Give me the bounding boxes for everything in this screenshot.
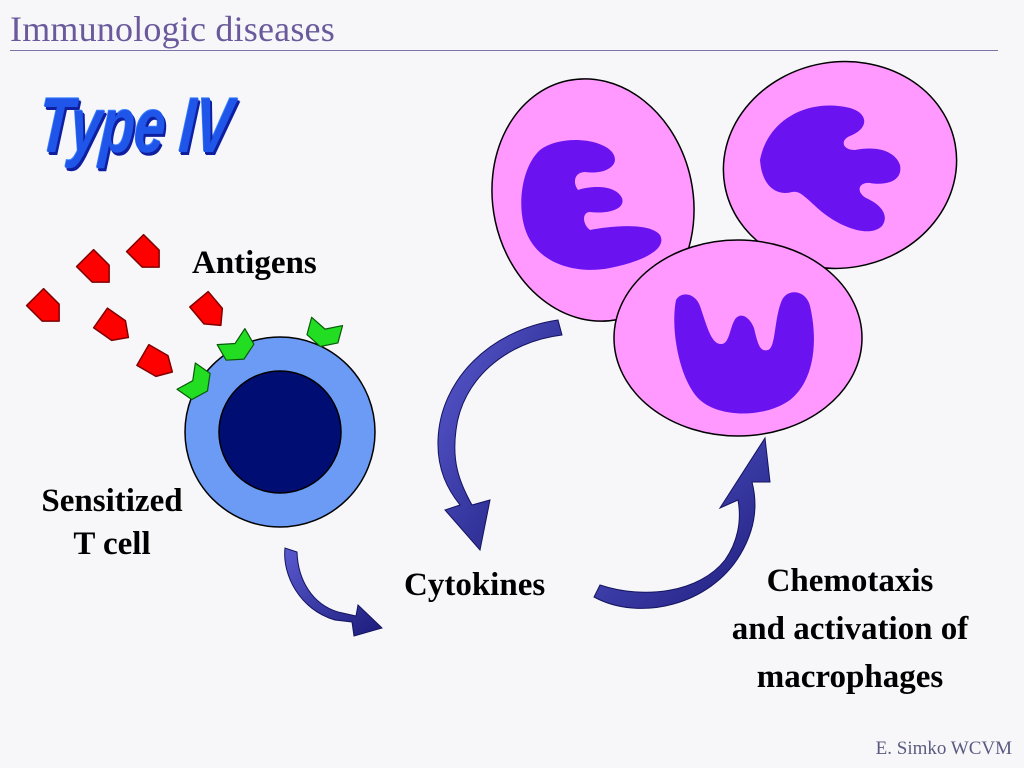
receptor-shape bbox=[306, 316, 344, 348]
chemotaxis-label: Chemotaxis and activation of macrophages bbox=[688, 558, 1012, 702]
arrow-body bbox=[593, 436, 771, 609]
antigen-shape bbox=[136, 343, 174, 378]
chemotaxis-label-line1: Chemotaxis bbox=[766, 563, 934, 599]
macrophage bbox=[491, 78, 695, 322]
macrophage bbox=[613, 239, 863, 437]
antigen-shape bbox=[92, 307, 130, 342]
antigens-label: Antigens bbox=[192, 245, 317, 281]
macrophage-nucleus bbox=[674, 292, 814, 414]
cytokines-label: Cytokines bbox=[404, 567, 546, 603]
receptor-shape bbox=[216, 328, 255, 361]
t-cell-label-line2: T cell bbox=[73, 525, 151, 562]
title-divider bbox=[10, 50, 998, 51]
receptors-group bbox=[176, 316, 344, 401]
arrow-body bbox=[284, 547, 383, 637]
chemotaxis-label-line3: macrophages bbox=[756, 658, 944, 695]
chemotaxis-label-line2: and activation of bbox=[731, 610, 969, 647]
antigen-shape bbox=[189, 290, 224, 327]
macrophage bbox=[722, 60, 958, 270]
arrow-macrophages-to-cytokines bbox=[437, 319, 563, 552]
arrow-body bbox=[437, 319, 563, 552]
t-cell-label: Sensitized T cell bbox=[20, 480, 204, 566]
receptor-shape bbox=[176, 362, 211, 401]
t-cell-label-line1: Sensitized bbox=[41, 483, 183, 519]
antigen-shape bbox=[125, 233, 160, 268]
macrophage-nucleus bbox=[521, 140, 662, 270]
antigen-shape bbox=[25, 287, 60, 322]
macrophage-nucleus bbox=[760, 105, 901, 232]
t-cell bbox=[184, 336, 376, 528]
t-cell-nucleus bbox=[218, 370, 342, 494]
author-footer: E. Simko WCVM bbox=[875, 738, 1012, 759]
arrow-cytokines-to-macrophages bbox=[593, 436, 771, 609]
arrow-tcell-to-cytokines bbox=[284, 547, 383, 637]
slide-title: Immunologic diseases bbox=[10, 9, 335, 49]
antigen-shape bbox=[75, 248, 110, 283]
antigens-group bbox=[25, 233, 224, 378]
